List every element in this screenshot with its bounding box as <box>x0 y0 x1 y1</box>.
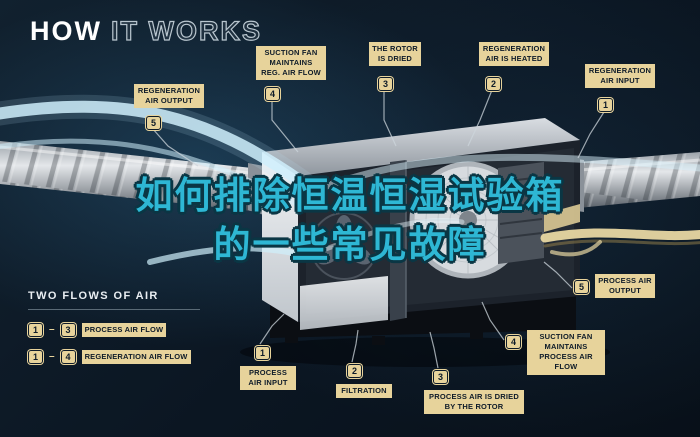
legend-divider <box>28 309 200 310</box>
machine-illustration <box>240 118 610 367</box>
step-badge: 2 <box>486 77 501 92</box>
step-badge: 4 <box>265 87 280 102</box>
airflow-swooshes <box>0 94 700 265</box>
callout-label: REGENERATION AIR IS HEATED <box>479 42 549 67</box>
callout-reg-air-heated: REGENERATION AIR IS HEATED 2 <box>479 42 549 92</box>
step-badge: 1 <box>255 346 270 360</box>
callout-filtration: 2 FILTRATION <box>336 364 392 399</box>
overlay-title-line2: 的一些常见故障 <box>213 223 487 265</box>
step-badge: 4 <box>506 335 521 349</box>
step-badge: 2 <box>347 364 362 378</box>
legend-label: REGENERATION AIR FLOW <box>81 350 191 365</box>
callout-label: FILTRATION <box>336 384 392 399</box>
callout-label: PROCESS AIR INPUT <box>240 366 296 391</box>
step-badge: 5 <box>574 280 589 294</box>
callout-suction-fan-process: 4 SUCTION FAN MAINTAINS PROCESS AIR FLOW <box>506 330 605 375</box>
callout-regeneration-air-output: REGENERATION AIR OUTPUT 5 <box>134 84 204 131</box>
callout-regeneration-air-input: REGENERATION AIR INPUT 1 <box>585 64 655 113</box>
callout-label: REGENERATION AIR OUTPUT <box>134 84 204 109</box>
legend-title: TWO FLOWS OF AIR <box>28 290 159 302</box>
legend-badge-to: 3 <box>60 323 76 338</box>
legend-row-process: 1 – 3 PROCESS AIR FLOW <box>28 323 200 338</box>
callout-label: PROCESS AIR IS DRIED BY THE ROTOR <box>424 390 524 415</box>
legend-badge-from: 1 <box>28 323 43 338</box>
callout-label: REGENERATION AIR INPUT <box>585 64 655 89</box>
callout-label: THE ROTOR IS DRIED <box>369 42 421 67</box>
legend-badge-to: 4 <box>60 350 76 365</box>
leader-lines <box>151 89 605 369</box>
page-title: HOW IT WORKS <box>30 15 262 47</box>
overlay-title: 如何排除恒温恒湿试验箱 的一些常见故障 <box>30 172 670 270</box>
process-fan <box>310 212 378 280</box>
overlay-title-line1: 如何排除恒温恒湿试验箱 <box>135 175 565 216</box>
legend-badge-from: 1 <box>28 350 43 365</box>
callout-suction-fan-reg: SUCTION FAN MAINTAINS REG. AIR FLOW 4 <box>256 46 326 102</box>
legend-separator: – <box>49 351 55 363</box>
callout-rotor-dried: THE ROTOR IS DRIED 3 <box>369 42 421 92</box>
heater-compartment <box>498 162 580 264</box>
callout-process-air-input: 1 PROCESS AIR INPUT <box>240 346 296 391</box>
title-solid: HOW <box>30 16 102 46</box>
callout-process-air-dried: 3 PROCESS AIR IS DRIED BY THE ROTOR <box>424 370 524 415</box>
callout-label: SUCTION FAN MAINTAINS PROCESS AIR FLOW <box>527 330 605 375</box>
legend-label: PROCESS AIR FLOW <box>81 323 167 338</box>
step-badge: 3 <box>378 77 393 92</box>
step-badge: 1 <box>598 98 613 113</box>
title-outline: IT WORKS <box>110 15 262 46</box>
legend-two-flows: TWO FLOWS OF AIR 1 – 3 PROCESS AIR FLOW … <box>28 290 200 377</box>
callout-label: PROCESS AIR OUTPUT <box>595 274 655 299</box>
step-badge: 5 <box>146 116 161 131</box>
legend-row-regeneration: 1 – 4 REGENERATION AIR FLOW <box>28 350 200 365</box>
callout-process-air-output: 5 PROCESS AIR OUTPUT <box>574 274 655 299</box>
legend-separator: – <box>49 324 55 336</box>
callout-label: SUCTION FAN MAINTAINS REG. AIR FLOW <box>256 46 326 81</box>
step-badge: 3 <box>433 370 448 384</box>
left-duct <box>0 141 264 215</box>
